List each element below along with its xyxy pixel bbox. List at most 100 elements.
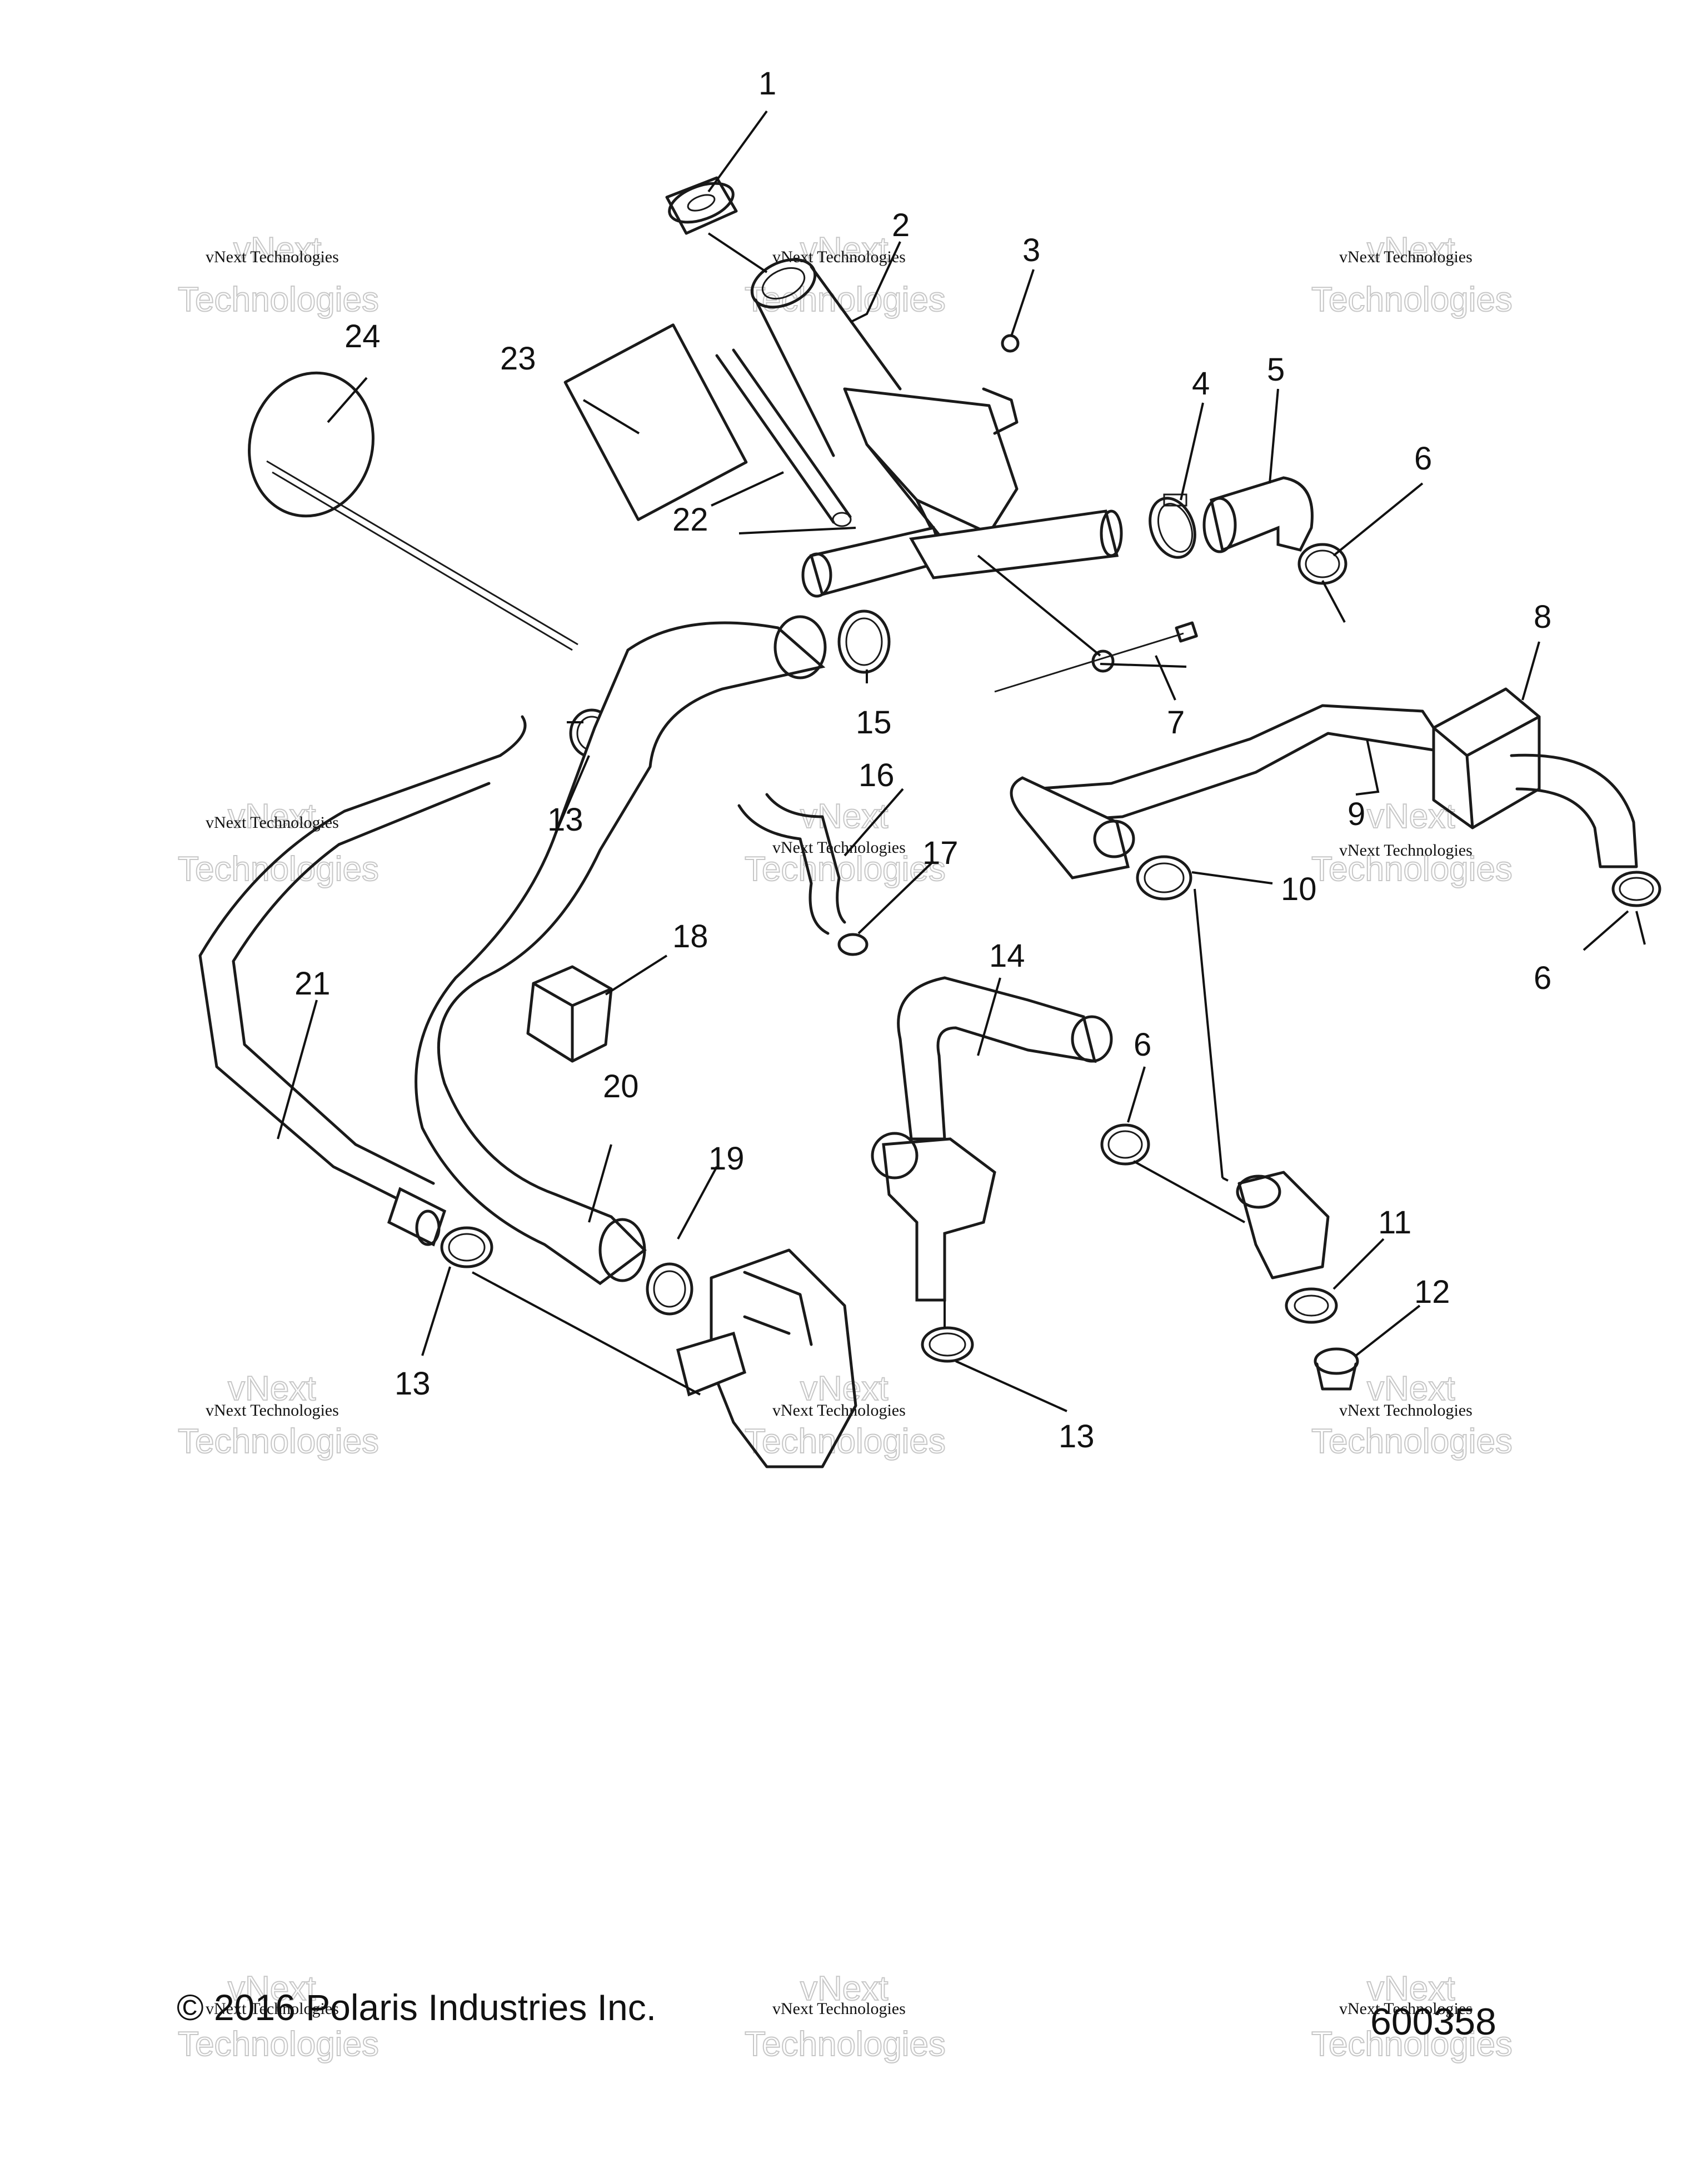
part-6-clamp-mid — [1100, 1123, 1150, 1166]
svg-text:vNext Technologies: vNext Technologies — [772, 838, 906, 857]
svg-text:vNext Technologies: vNext Technologies — [772, 2000, 906, 2018]
part-18-foam — [526, 965, 613, 1063]
callout-numbers: 1 2 3 4 5 6 7 8 9 10 6 13 15 16 17 18 14… — [295, 66, 1551, 1455]
svg-text:vNext: vNext — [228, 1970, 316, 2008]
part-5-elbow-hose — [1202, 476, 1314, 553]
svg-text:vNext: vNext — [228, 1370, 316, 1408]
leader-lines — [277, 110, 1646, 1412]
callout-13-upper: 13 — [547, 802, 583, 838]
part-19-clamp — [646, 1262, 693, 1316]
watermark-top-center: vNext Technologies vNext Technologies — [744, 230, 946, 319]
watermark-low-center: vNext Technologies vNext Technologies — [744, 1369, 946, 1461]
svg-text:Technologies: Technologies — [1311, 1422, 1513, 1461]
svg-text:vNext Technologies: vNext Technologies — [1339, 2000, 1473, 2018]
part-13-clamp-lower-left — [440, 1226, 493, 1268]
watermark-low-left: vNext Technologies vNext Technologies — [177, 1369, 380, 1461]
part-3-clip — [1001, 334, 1020, 353]
callout-19: 19 — [708, 1141, 745, 1177]
part-8-tank — [1432, 687, 1541, 829]
svg-text:vNext: vNext — [800, 1370, 888, 1408]
svg-text:Technologies: Technologies — [178, 2025, 379, 2063]
svg-text:vNext: vNext — [1367, 231, 1455, 269]
watermark-mid-left: vNext Technologies vNext Technologies — [177, 797, 380, 889]
watermark-mid-center: vNext Technologies vNext Technologies — [744, 797, 946, 889]
svg-text:vNext Technologies: vNext Technologies — [1339, 841, 1473, 859]
svg-text:vNext: vNext — [1367, 1970, 1455, 2008]
part-9-hose — [1010, 704, 1638, 879]
svg-text:vNext: vNext — [233, 231, 321, 269]
callout-6-mid: 6 — [1134, 1027, 1151, 1063]
callout-1: 1 — [758, 66, 776, 102]
callout-13-lower-left: 13 — [395, 1366, 431, 1402]
svg-text:vNext: vNext — [800, 231, 888, 269]
svg-text:vNext: vNext — [228, 797, 316, 836]
callout-23: 23 — [500, 341, 536, 377]
callout-11: 11 — [1378, 1205, 1411, 1241]
part-11-oring — [1285, 1287, 1338, 1324]
callout-5: 5 — [1267, 352, 1285, 388]
part-12-thermostat — [1314, 1347, 1359, 1391]
y-pipe — [801, 509, 1123, 598]
callout-6-top: 6 — [1414, 441, 1432, 477]
watermark-bottom-right: vNext Technologies vNext Technologies — [1311, 1969, 1513, 2064]
part-1-cap — [665, 176, 738, 235]
svg-text:Technologies: Technologies — [1311, 281, 1513, 319]
part-14-hose — [871, 976, 1113, 1302]
part-17-clip — [837, 933, 869, 956]
copyright-notice: © 2016 Polaris Industries Inc. — [177, 1987, 657, 2028]
callout-20: 20 — [603, 1068, 639, 1105]
part-10-clamp — [1136, 855, 1192, 901]
water-pump-housing — [676, 1248, 857, 1468]
callout-22: 22 — [672, 502, 708, 538]
callout-2: 2 — [892, 207, 910, 243]
callout-13-lower-center: 13 — [1059, 1418, 1095, 1455]
callout-8: 8 — [1534, 599, 1551, 635]
svg-text:vNext: vNext — [1367, 797, 1455, 836]
part-15-clamp — [837, 609, 891, 674]
svg-text:vNext Technologies: vNext Technologies — [206, 813, 339, 832]
callout-6-right: 6 — [1534, 960, 1551, 996]
callout-12: 12 — [1414, 1274, 1450, 1310]
callout-3: 3 — [1022, 232, 1040, 268]
callout-16: 16 — [859, 757, 895, 793]
watermark-bottom-left: vNext Technologies vNext Technologies — [177, 1969, 380, 2064]
svg-text:Technologies: Technologies — [745, 1422, 946, 1461]
watermark-top-right: vNext Technologies vNext Technologies — [1311, 230, 1513, 319]
svg-text:Technologies: Technologies — [1311, 2025, 1513, 2063]
svg-text:vNext Technologies: vNext Technologies — [772, 248, 906, 266]
callout-17: 17 — [922, 835, 959, 871]
part-6-clamp-right — [1611, 871, 1661, 907]
part-13-clamp-lower-center — [921, 1326, 974, 1363]
part-7-sensor — [994, 621, 1198, 693]
svg-text:Technologies: Technologies — [178, 850, 379, 888]
part-4-clamp — [1149, 493, 1196, 559]
part-16-hose — [737, 793, 846, 935]
callout-4: 4 — [1192, 366, 1210, 402]
callout-15: 15 — [856, 704, 892, 741]
watermark-mid-right: vNext Technologies vNext Technologies — [1311, 797, 1513, 889]
part-24-cable-tie — [248, 371, 578, 651]
svg-text:Technologies: Technologies — [178, 1422, 379, 1461]
svg-text:Technologies: Technologies — [178, 281, 379, 319]
watermark-top-left: vNext Technologies vNext Technologies — [177, 230, 380, 319]
callout-10: 10 — [1281, 871, 1317, 907]
part-6-clamp-top — [1297, 543, 1347, 585]
watermark-low-right: vNext Technologies vNext Technologies — [1311, 1369, 1513, 1461]
diagram-part-number: 600358 — [1370, 2001, 1496, 2043]
callout-9: 9 — [1347, 796, 1365, 832]
callout-21: 21 — [295, 966, 331, 1002]
part-23-label — [563, 323, 748, 521]
svg-text:vNext Technologies: vNext Technologies — [1339, 248, 1473, 266]
thermostat-housing — [1236, 1171, 1330, 1280]
part-20-main-hose — [415, 615, 827, 1286]
svg-text:vNext Technologies: vNext Technologies — [206, 1401, 339, 1420]
svg-text:vNext Technologies: vNext Technologies — [206, 2000, 339, 2018]
svg-text:vNext Technologies: vNext Technologies — [772, 1401, 906, 1420]
svg-text:Technologies: Technologies — [1311, 850, 1513, 888]
callout-18: 18 — [672, 918, 708, 954]
part-21-hose — [198, 715, 527, 1247]
svg-text:vNext Technologies: vNext Technologies — [1339, 1401, 1473, 1420]
callout-7: 7 — [1167, 704, 1185, 741]
svg-text:vNext Technologies: vNext Technologies — [206, 248, 339, 266]
